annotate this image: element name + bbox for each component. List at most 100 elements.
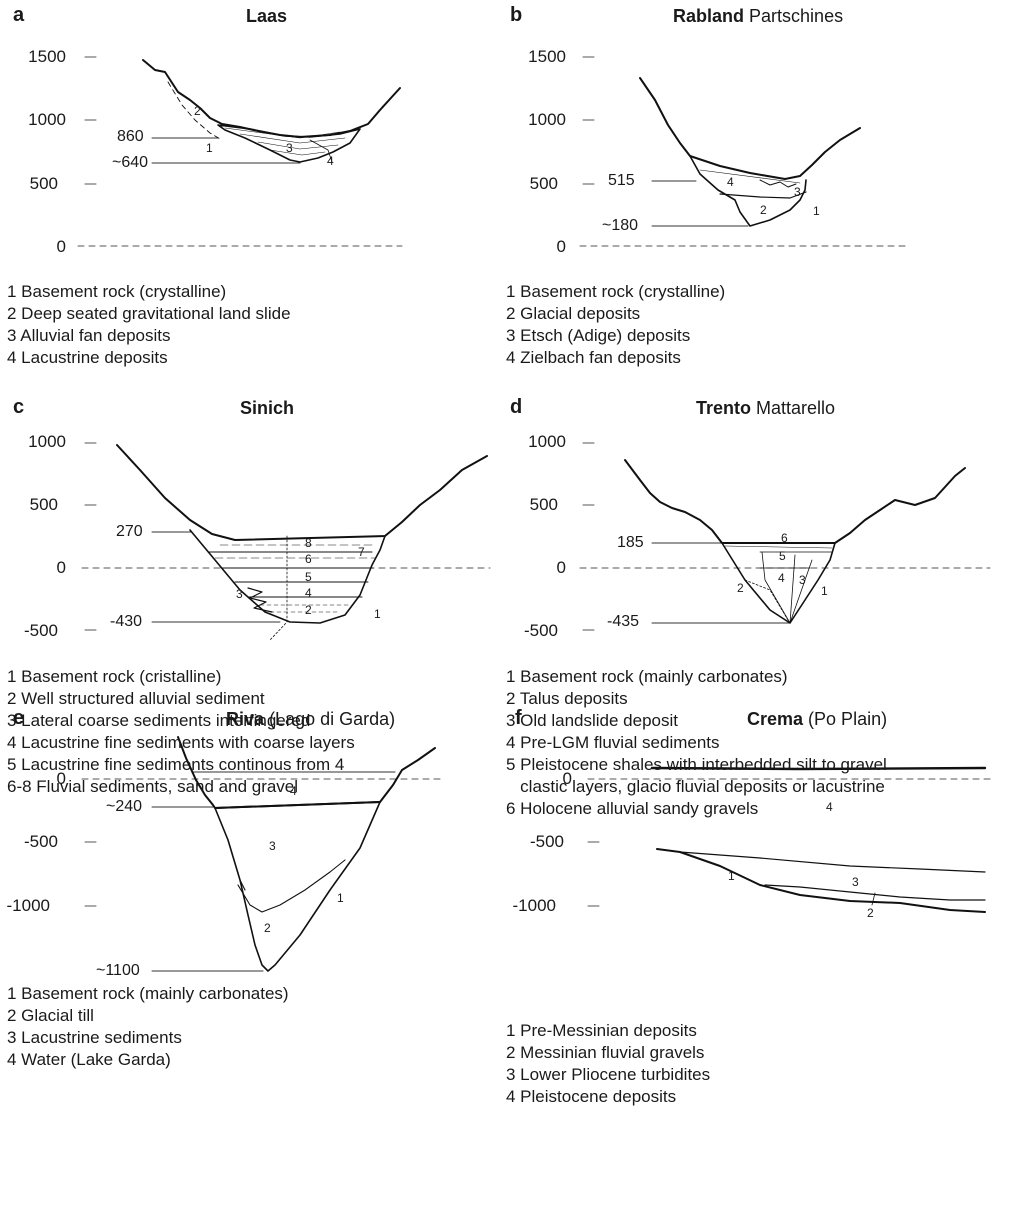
unit-label: 2 [760,203,767,217]
crema-messinian-base [656,848,986,913]
unit-label: 1 [821,584,828,598]
panel-e-title: Riva (Lago di Garda) [226,709,396,729]
panel-f-tick: -1000 [512,896,556,915]
legend-item: clastic layers, glacio fluvial deposits … [506,777,885,796]
legend-item: 3 Lower Pliocene turbidites [506,1065,711,1084]
unit-label: 1 [728,869,735,883]
riva-fill-body [214,801,381,972]
legend-item: 3 Alluvial fan deposits [7,326,171,345]
unit-label: 6 [781,531,788,545]
legend-item: 4 Water (Lake Garda) [7,1050,171,1069]
panel-c-tick: 500 [29,495,58,514]
elevation-label: 515 [608,172,635,189]
unit-label: 1 [374,607,381,621]
panel-d-section [579,442,991,631]
legend-item: 5 Lacustrine fine sediments continous fr… [7,755,345,774]
laas-fill-body [217,124,361,163]
panel-e-letter: e [13,707,25,729]
legend-item: 2 Talus deposits [506,689,628,708]
crema-ground-surface [650,766,987,771]
unit-label: 3 [286,141,293,155]
legend-item: 1 Basement rock (crystalline) [7,282,227,301]
panel-a-tick: 0 [56,237,66,256]
elevation-label: -435 [607,613,640,630]
unit-label: 3 [799,573,806,587]
panel-a-title: Laas [246,6,288,26]
unit-label: 2 [194,104,201,118]
elevation-label: ~240 [106,798,143,815]
unit-label: 5 [305,570,312,584]
legend-item: 4 Zielbach fan deposits [506,348,681,367]
legend-item: 4 Pleistocene deposits [506,1087,677,1106]
panel-a-tick: 1000 [28,110,66,129]
legend-item: 4 Lacustrine deposits [7,348,168,367]
unit-label: 4 [305,586,312,600]
unit-label: 6 [305,552,312,566]
legend-item: 2 Well structured alluvial sediment [7,689,265,708]
panel-c-tick: -500 [23,621,58,640]
elevation-label: ~180 [602,217,639,234]
panel-c-tick: 0 [56,558,66,577]
panel-a-tick: 500 [29,174,58,193]
panel-b-tick: 1000 [528,110,566,129]
panel-e-legend: 1 Basement rock (mainly carbonates) 2 Gl… [7,983,289,1071]
elevation-label: ~640 [112,154,149,171]
unit-label: 8 [305,536,312,550]
legend-item: 1 Basement rock (cristalline) [7,667,222,686]
panel-f-section [587,766,991,913]
panel-c-legend: 1 Basement rock (cristalline) 2 Well str… [7,666,355,798]
panel-d-tick: 500 [529,495,558,514]
laas-valley-profile [142,59,401,138]
panel-d-tick: 0 [556,558,566,577]
elevation-label: 860 [117,128,144,145]
legend-item: 5 Pleistocene shales with interbedded si… [506,755,887,774]
sinich-valley-profile [116,444,488,541]
trento-fill-body [721,542,836,624]
legend-item: 1 Pre-Messinian deposits [506,1021,697,1040]
panel-d-letter: d [510,396,523,418]
legend-item: 2 Glacial deposits [506,304,641,323]
panel-b-section [579,56,911,247]
unit-label: 4 [290,784,297,798]
legend-item: 4 Pre-LGM fluvial sediments [506,733,720,752]
panel-e-tick: -500 [23,832,58,851]
panel-c-section [81,442,491,641]
elevation-label: -430 [110,613,143,630]
panel-e-tick: -1000 [6,896,50,915]
panel-e-section [81,736,441,972]
panel-c-letter: c [13,396,25,418]
unit-label: 2 [264,921,271,935]
panel-c-title: Sinich [240,398,295,418]
unit-label: 3 [852,875,859,889]
panel-a-letter: a [13,4,25,26]
unit-label: 3 [794,185,801,199]
panel-b-tick: 0 [556,237,566,256]
panel-b-legend: 1 Basement rock (crystalline) 2 Glacial … [506,281,725,369]
panel-a-section [77,56,403,247]
panel-d-legend: 1 Basement rock (mainly carbonates) 2 Ta… [506,666,887,820]
unit-label: 1 [813,204,820,218]
panel-d-tick: -500 [523,621,558,640]
legend-item: 3 Old landslide deposit [506,711,679,730]
unit-label: 3 [269,839,276,853]
elevation-label: ~1100 [96,962,140,979]
legend-item: 3 Lacustrine sediments [7,1028,182,1047]
unit-label: 2 [305,603,312,617]
legend-item: 1 Basement rock (mainly carbonates) [506,667,788,686]
trento-valley-profile [624,459,966,544]
elevation-label: 185 [617,534,644,551]
rabland-valley-profile [639,77,861,180]
legend-item: 4 Lacustrine fine sediments with coarse … [7,733,355,752]
unit-label: 3 [236,587,243,601]
legend-item: 2 Glacial till [7,1006,94,1025]
unit-label: 4 [778,571,785,585]
elevation-label: 270 [116,523,143,540]
legend-item: 2 Deep seated gravitational land slide [7,304,291,323]
sinich-fill-body [189,529,386,624]
panel-f-legend: 1 Pre-Messinian deposits 2 Messinian flu… [506,1020,710,1108]
panel-e-tick: 0 [56,769,66,788]
unit-label: 1 [206,141,213,155]
panel-b-tick: 1500 [528,47,566,66]
panel-a-tick: 1500 [28,47,66,66]
